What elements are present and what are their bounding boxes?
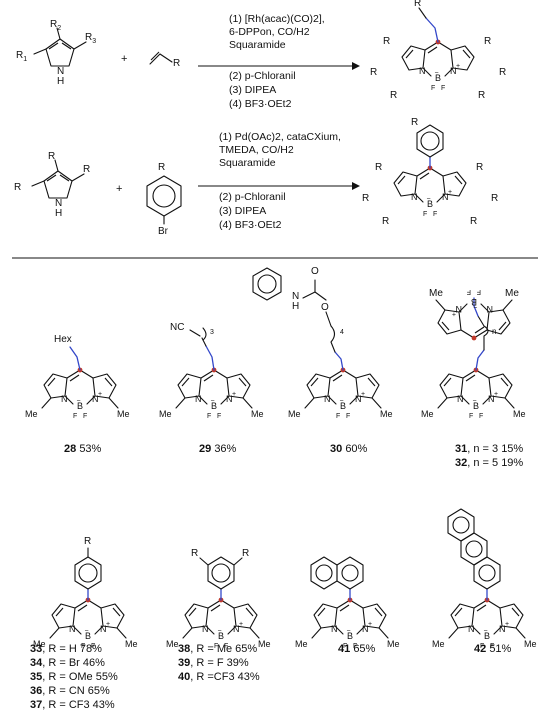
compound-34-label: 34, R = Br 46% [30, 657, 105, 669]
svg-text:(1) [Rh(acac)(CO)2],: (1) [Rh(acac)(CO)2], [229, 13, 325, 25]
svg-text:Hex: Hex [54, 334, 72, 345]
compound-29-label: 29 36% [199, 443, 237, 455]
svg-text:R: R [191, 548, 198, 559]
bodipy-product-2: R R R R R R R [362, 117, 498, 227]
compound-42 [432, 508, 537, 650]
svg-text:NC: NC [170, 322, 184, 333]
svg-text:(3) DIPEA: (3) DIPEA [219, 205, 266, 217]
svg-text:R: R [491, 193, 498, 204]
bodipy-product-1: R R R R R R R [370, 0, 506, 101]
svg-text:Me: Me [429, 288, 443, 299]
compound-39-label: 39, R = F 39% [178, 657, 249, 669]
svg-text:O: O [311, 266, 319, 277]
svg-text:R: R [484, 36, 491, 47]
plus-sign-2: + [116, 183, 122, 195]
svg-text:6-DPPon, CO/H2: 6-DPPon, CO/H2 [229, 26, 310, 38]
compound-41-label: 41 65% [338, 643, 376, 655]
svg-text:R: R [470, 216, 477, 227]
svg-text:(2) p-Chloranil: (2) p-Chloranil [229, 70, 296, 82]
svg-text:R: R [242, 548, 249, 559]
svg-text:R: R [14, 182, 21, 193]
arrowhead-1 [352, 62, 360, 70]
svg-text:H: H [55, 208, 62, 219]
compound-33-label: 33, R = H 78% [30, 643, 102, 655]
svg-text:R: R [84, 536, 91, 547]
svg-text:R: R [478, 90, 485, 101]
svg-text:R: R [362, 193, 369, 204]
conditions-1: (1) [Rh(acac)(CO)2], 6-DPPon, CO/H2 Squa… [229, 13, 325, 110]
reaction-2: R R R N H + R Br (1) Pd(OAc)2, cataCXium… [14, 117, 498, 237]
svg-text:(4) BF3·OEt2: (4) BF3·OEt2 [219, 219, 282, 231]
svg-text:Squaramide: Squaramide [229, 39, 286, 51]
svg-text:R: R [390, 90, 397, 101]
svg-text:H: H [292, 301, 299, 312]
svg-text:R: R [370, 67, 377, 78]
conditions-2: (1) Pd(OAc)2, cataCXium, TMEDA, CO/H2 Sq… [219, 131, 341, 231]
compound-30: 4 O O N H [252, 266, 393, 420]
compound-40-label: 40, R =CF3 43% [178, 671, 260, 683]
compound-30-label: 30 60% [330, 443, 368, 455]
compound-41 [295, 556, 400, 650]
svg-text:Me: Me [505, 288, 519, 299]
pyrrole-n-label: N [57, 66, 64, 77]
compound-28-label: 28 53% [64, 443, 102, 455]
svg-text:R: R [158, 162, 165, 173]
compound-38-40: R R [166, 548, 271, 650]
pyrrole-r1-label: R1 [16, 50, 27, 63]
compound-38-label: 38, R = Me 65% [178, 643, 257, 655]
svg-text:R: R [499, 67, 506, 78]
pyrrole-reactant-2: R R R N H [14, 151, 90, 219]
svg-text:(4) BF3·OEt2: (4) BF3·OEt2 [229, 98, 292, 110]
pyrrole-r3-label: R3 [85, 32, 96, 45]
svg-text:(2) p-Chloranil: (2) p-Chloranil [219, 191, 286, 203]
svg-text:O: O [321, 302, 329, 313]
svg-text:R: R [476, 162, 483, 173]
svg-text:3: 3 [210, 329, 214, 336]
svg-text:Br: Br [158, 226, 169, 237]
reaction-1: R2 R3 R1 N H + R (1) [Rh(acac)(CO)2], 6-… [16, 0, 506, 110]
pyrrole-reactant-1: R2 R3 R1 N H [16, 19, 96, 87]
compound-35-label: 35, R = OMe 55% [30, 671, 118, 683]
compound-28: Hex [25, 334, 130, 420]
svg-text:(3) DIPEA: (3) DIPEA [229, 84, 276, 96]
compound-31-label: 31, n = 3 15% [455, 443, 523, 455]
alkene-r-label: R [173, 58, 180, 69]
svg-text:TMEDA, CO/H2: TMEDA, CO/H2 [219, 144, 294, 156]
plus-sign-1: + [121, 53, 127, 65]
svg-text:R: R [383, 36, 390, 47]
compound-33-37: R [33, 536, 138, 650]
compound-32-label: 32, n = 5 19% [455, 457, 523, 469]
compound-37-label: 37, R = CF3 43% [30, 699, 115, 711]
pyrrole-r2-label: R2 [50, 19, 61, 32]
arrowhead-2 [352, 182, 360, 190]
svg-text:R: R [48, 151, 55, 162]
svg-text:(1) Pd(OAc)2, cataCXium,: (1) Pd(OAc)2, cataCXium, [219, 131, 341, 143]
svg-text:R: R [83, 164, 90, 175]
svg-text:N: N [292, 291, 299, 302]
compound-29: NC 3 [159, 322, 264, 420]
compound-31-32: n Me Me [421, 287, 526, 420]
aryl-bromide-reactant: R Br [146, 162, 182, 237]
compound-42-label: 42 51% [474, 643, 512, 655]
svg-text:R: R [414, 0, 421, 9]
svg-text:R: R [375, 162, 382, 173]
svg-text:Squaramide: Squaramide [219, 157, 276, 169]
svg-text:N: N [55, 198, 62, 209]
alkene-reactant: R [149, 51, 180, 69]
svg-text:4: 4 [340, 329, 344, 336]
pyrrole-h-label: H [57, 76, 64, 87]
compound-36-label: 36, R = CN 65% [30, 685, 110, 697]
svg-text:R: R [411, 117, 418, 128]
svg-text:R: R [382, 216, 389, 227]
